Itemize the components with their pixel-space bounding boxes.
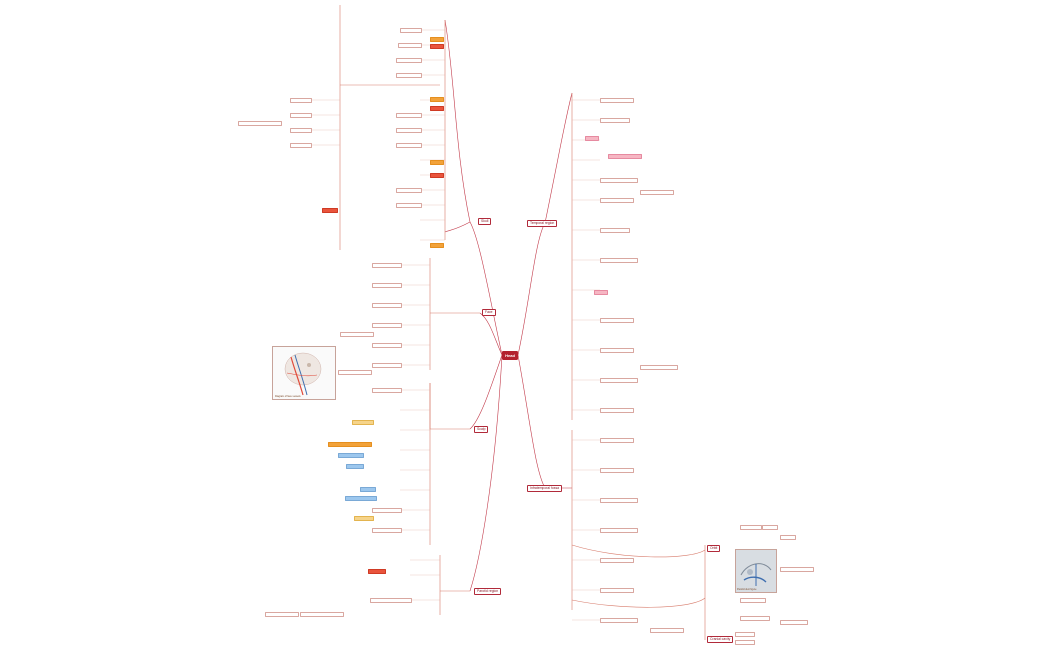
leaf-node[interactable]: [600, 348, 634, 353]
face-illustration: [284, 352, 322, 396]
leaf-node[interactable]: [600, 178, 638, 183]
orbit-figure-caption: Parotid duct figure: [737, 588, 757, 591]
branch-skull[interactable]: Skull: [478, 218, 492, 225]
leaf-node[interactable]: [762, 525, 778, 530]
leaf-node[interactable]: [396, 188, 422, 193]
leaf-node[interactable]: [290, 128, 312, 133]
leaf-node[interactable]: [372, 263, 402, 268]
face-figure-caption: Diagram of face vessels: [275, 395, 301, 398]
leaf-node[interactable]: [396, 203, 422, 208]
leaf-node[interactable]: [372, 283, 402, 288]
leaf-node[interactable]: [372, 343, 402, 348]
leaf-node[interactable]: [290, 113, 312, 118]
leaf-node[interactable]: [290, 98, 312, 103]
leaf-node[interactable]: [300, 612, 344, 617]
leaf-node[interactable]: [396, 128, 422, 133]
leaf-node[interactable]: [740, 525, 762, 530]
leaf-node[interactable]: [372, 363, 402, 368]
leaf-node[interactable]: [650, 628, 684, 633]
leaf-node[interactable]: [640, 365, 678, 370]
leaf-node[interactable]: [396, 143, 422, 148]
leaf-node[interactable]: [780, 535, 796, 540]
leaf-node-highlight[interactable]: [352, 420, 374, 425]
branch-temporal-region[interactable]: Temporal region: [527, 220, 558, 227]
leaf-node[interactable]: [640, 190, 674, 195]
leaf-node[interactable]: [238, 121, 282, 126]
orbit-figure: Parotid duct figure: [735, 549, 777, 593]
leaf-node-highlight[interactable]: [594, 290, 608, 295]
leaf-node[interactable]: [396, 73, 422, 78]
leaf-node-highlight[interactable]: [608, 154, 642, 159]
leaf-node[interactable]: [600, 618, 638, 623]
branch-scalp[interactable]: Scalp: [474, 426, 489, 433]
leaf-node-highlight[interactable]: [430, 243, 444, 248]
leaf-node[interactable]: [735, 640, 755, 645]
leaf-node[interactable]: [600, 438, 634, 443]
leaf-node[interactable]: [396, 58, 422, 63]
leaf-node-highlight[interactable]: [345, 496, 377, 501]
leaf-node[interactable]: [600, 228, 630, 233]
leaf-node[interactable]: [600, 498, 638, 503]
branch-orbit[interactable]: Orbit: [707, 545, 721, 552]
figure-label-node[interactable]: [338, 370, 372, 375]
leaf-node-highlight[interactable]: [430, 173, 444, 178]
leaf-node[interactable]: [740, 616, 770, 621]
leaf-node[interactable]: [600, 98, 634, 103]
leaf-node[interactable]: [735, 632, 755, 637]
face-vessels-figure: Diagram of face vessels: [272, 346, 336, 400]
leaf-node-highlight[interactable]: [430, 37, 444, 42]
leaf-node[interactable]: [600, 408, 634, 413]
leaf-node-highlight[interactable]: [360, 487, 376, 492]
leaf-node-highlight[interactable]: [322, 208, 338, 213]
leaf-node[interactable]: [400, 28, 422, 33]
branch-infratemporal-fossa[interactable]: Infratemporal fossa: [527, 485, 563, 492]
leaf-node[interactable]: [372, 388, 402, 393]
leaf-node-highlight[interactable]: [430, 106, 444, 111]
leaf-node[interactable]: [600, 528, 638, 533]
leaf-node[interactable]: [372, 508, 402, 513]
leaf-node-highlight[interactable]: [354, 516, 374, 521]
leaf-node[interactable]: [600, 588, 634, 593]
leaf-node[interactable]: [372, 528, 402, 533]
leaf-node[interactable]: [396, 113, 422, 118]
leaf-node-highlight[interactable]: [328, 442, 372, 447]
leaf-node-highlight[interactable]: [430, 97, 444, 102]
leaf-node[interactable]: [600, 468, 634, 473]
leaf-node[interactable]: [372, 303, 402, 308]
leaf-node[interactable]: [398, 43, 422, 48]
leaf-node[interactable]: [290, 143, 312, 148]
leaf-node[interactable]: [372, 323, 402, 328]
leaf-node[interactable]: [780, 620, 808, 625]
leaf-node[interactable]: [600, 258, 638, 263]
leaf-node[interactable]: [600, 198, 634, 203]
branch-face[interactable]: Face: [482, 309, 496, 316]
leaf-node-highlight[interactable]: [346, 464, 364, 469]
leaf-node[interactable]: [340, 332, 374, 337]
leaf-node[interactable]: [265, 612, 299, 617]
leaf-node-highlight[interactable]: [368, 569, 386, 574]
orbit-illustration: [736, 550, 776, 592]
leaf-node-highlight[interactable]: [430, 44, 444, 49]
leaf-node-highlight[interactable]: [585, 136, 599, 141]
leaf-node[interactable]: [740, 598, 766, 603]
leaf-node-highlight[interactable]: [338, 453, 364, 458]
leaf-node[interactable]: [600, 318, 634, 323]
leaf-node[interactable]: [370, 598, 412, 603]
root-node-head[interactable]: Head: [502, 351, 518, 360]
leaf-node-highlight[interactable]: [430, 160, 444, 165]
leaf-node[interactable]: [600, 558, 634, 563]
leaf-node[interactable]: [600, 118, 630, 123]
branch-cranial-cavity[interactable]: Cranial cavity: [707, 636, 734, 643]
leaf-node[interactable]: [780, 567, 814, 572]
leaf-node[interactable]: [600, 378, 638, 383]
branch-parotid-region[interactable]: Parotid region: [474, 588, 502, 595]
